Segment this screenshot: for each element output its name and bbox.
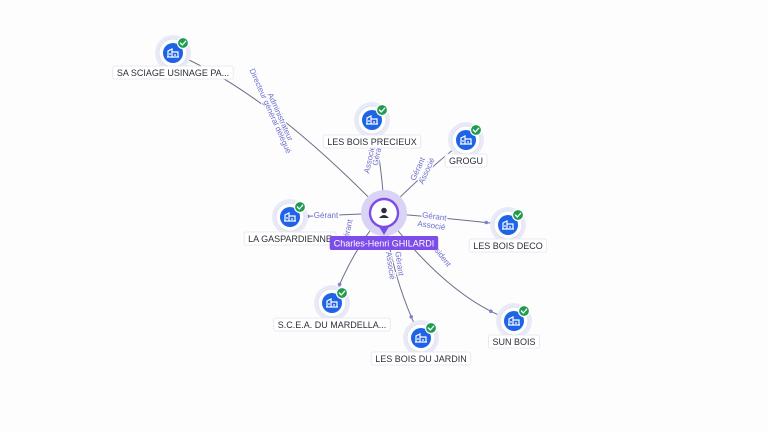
- company-label-text: LES BOIS DU JARDIN: [375, 354, 467, 364]
- company-node-grogu[interactable]: GROGU: [444, 122, 488, 168]
- company-label-text: SUN BOIS: [492, 337, 535, 347]
- node-core: [322, 293, 342, 313]
- company-label: LA GASPARDIENNE: [243, 231, 337, 246]
- building-icon: [415, 333, 427, 343]
- company-label-box: [273, 317, 391, 332]
- node-core: [411, 328, 431, 348]
- node-core: [280, 207, 300, 227]
- company-node-les-bois-deco[interactable]: LES BOIS DECO: [468, 207, 548, 253]
- center-label-box: [329, 236, 439, 250]
- company-label: SA SCIAGE USINAGE PA...: [112, 65, 234, 80]
- company-label-text: GROGU: [449, 156, 483, 166]
- node-core: [362, 110, 382, 130]
- company-label: GROGU: [444, 153, 488, 168]
- company-label-text: S.C.E.A. DU MARDELLA...: [278, 320, 387, 330]
- person-icon: [379, 207, 389, 218]
- company-label: S.C.E.A. DU MARDELLA...: [273, 317, 391, 332]
- node-core: [504, 311, 524, 331]
- company-node-les-bois-precieux[interactable]: LES BOIS PRECIEUX: [322, 102, 422, 149]
- company-label-box: [444, 153, 488, 168]
- check-badge-icon: [335, 286, 349, 300]
- edge-arrow-marker: [337, 282, 342, 287]
- company-node-sun-bois[interactable]: SUN BOIS: [488, 303, 540, 349]
- center-label-text: Charles-Henri GHILARDI: [334, 239, 435, 249]
- edge-arrow-marker: [409, 315, 414, 319]
- company-label-box: [488, 334, 540, 349]
- node-core: [498, 215, 518, 235]
- company-node-les-bois-du-jardin[interactable]: LES BOIS DU JARDIN: [370, 320, 472, 366]
- company-label-text: LES BOIS PRECIEUX: [327, 137, 417, 147]
- building-icon: [508, 316, 520, 326]
- company-node-scea-du-mardella[interactable]: S.C.E.A. DU MARDELLA...: [273, 285, 391, 332]
- company-label: LES BOIS PRECIEUX: [322, 134, 422, 149]
- node-core: [163, 43, 183, 63]
- company-label-box: [112, 65, 234, 80]
- company-label-text: LA GASPARDIENNE: [248, 234, 332, 244]
- company-label: LES BOIS DECO: [468, 238, 548, 253]
- edge-role-label: Gérant: [314, 211, 339, 220]
- check-badge-icon: [517, 304, 531, 318]
- center-node[interactable]: Charles-Henri GHILARDI: [329, 190, 439, 250]
- company-label-box: [468, 238, 548, 253]
- company-label-text: LES BOIS DECO: [473, 241, 543, 251]
- check-badge-icon: [293, 200, 307, 214]
- check-badge-icon: [511, 208, 525, 222]
- center-label: Charles-Henri GHILARDI: [329, 236, 439, 250]
- building-icon: [284, 212, 296, 222]
- check-badge-icon: [176, 36, 190, 50]
- company-label-text: SA SCIAGE USINAGE PA...: [117, 68, 229, 78]
- company-node-la-gaspardienne[interactable]: LA GASPARDIENNE: [243, 199, 337, 246]
- company-label-box: [370, 351, 472, 366]
- company-node-sa-sciage-usinage[interactable]: SA SCIAGE USINAGE PA...: [112, 35, 234, 80]
- edge-role-label: Directeur général délégué: [247, 67, 293, 155]
- edge-arrow-marker: [484, 220, 489, 225]
- building-icon: [460, 135, 472, 145]
- edge-line: [172, 52, 385, 214]
- nodes-layer: SA SCIAGE USINAGE PA... LES BOIS PRECIEUX…: [112, 35, 548, 366]
- building-icon: [366, 115, 378, 125]
- node-core: [456, 130, 476, 150]
- company-label: SUN BOIS: [488, 334, 540, 349]
- check-badge-icon: [424, 321, 438, 335]
- check-badge-icon: [469, 123, 483, 137]
- building-icon: [502, 220, 514, 230]
- check-badge-icon: [375, 103, 389, 117]
- building-icon: [326, 298, 338, 308]
- building-icon: [167, 48, 179, 58]
- company-label: LES BOIS DU JARDIN: [370, 351, 472, 366]
- edge-arrow-marker: [489, 309, 493, 314]
- company-label-box: [322, 134, 422, 149]
